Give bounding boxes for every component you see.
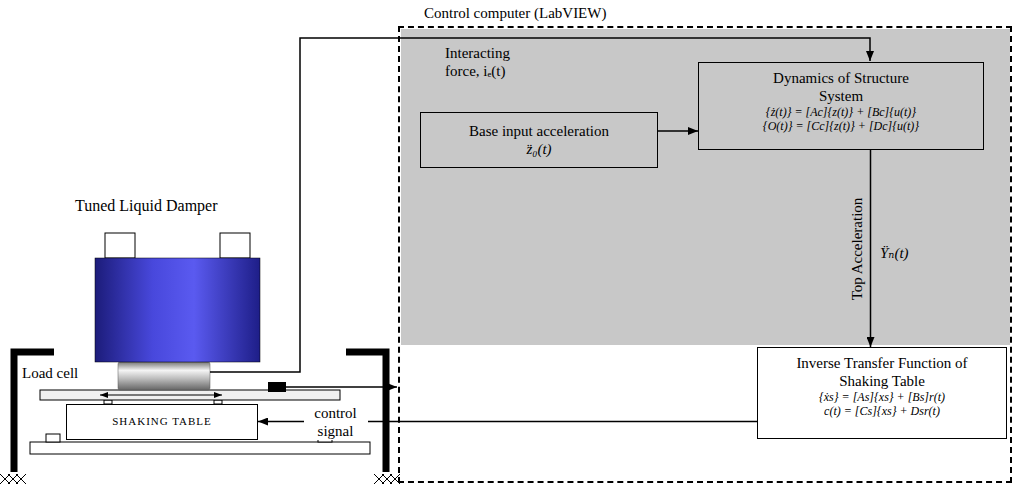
part-label: Load cell <box>22 364 78 382</box>
inverse-box: Inverse Transfer Function of Shaking Tab… <box>757 347 1007 439</box>
connector-arrow <box>658 130 698 132</box>
table-name: SHAKING TABLE <box>112 415 212 428</box>
edge-label: control signal <box>304 404 368 440</box>
ground-hatch <box>0 474 26 484</box>
connector-arrow <box>870 150 872 347</box>
shaking-table: SHAKING TABLE <box>66 404 258 440</box>
tank-handle <box>220 233 250 258</box>
base-plate <box>30 442 370 454</box>
sensor <box>268 382 286 392</box>
output-equation: c(t) = [Cs]{xs} + Dsr(t) <box>824 404 940 418</box>
sensor-wire <box>286 386 397 388</box>
sliding-plate <box>40 390 340 400</box>
computer-region: Control computer (LabVIEW)Base input acc… <box>398 26 1012 483</box>
table-foot <box>46 434 60 442</box>
liquid-tank <box>95 258 260 362</box>
load-cell <box>118 362 210 390</box>
shaded-region <box>401 29 1010 345</box>
motion-arrow <box>100 395 222 396</box>
edge-label: Top Acceleration <box>848 195 866 302</box>
region-title: Control computer (LabVIEW) <box>424 4 606 22</box>
signal-symbol: z̈₀(t) <box>526 140 551 158</box>
signal-symbol: Ÿₙ(t) <box>880 244 909 262</box>
box-heading: Inverse Transfer Function of Shaking Tab… <box>792 354 972 390</box>
state-equation: {ż(t)} = [Ac]{z(t)} + [Bc]{u(t)} <box>766 105 916 119</box>
tank-handle <box>105 233 135 258</box>
input-box: Base input accelerationz̈₀(t) <box>420 112 658 168</box>
ground-hatch <box>374 474 400 484</box>
box-heading: Base input acceleration <box>469 122 609 140</box>
state-equation: {ẋs} = [As]{xs} + [Bs]r(t) <box>819 390 945 404</box>
device-label: Tuned Liquid Damper <box>75 196 218 215</box>
signal-label: Interacting force, iₑ(t) <box>445 44 545 80</box>
output-equation: {O(t)} = [Cc]{z(t)} + [Dc]{u(t)} <box>763 119 919 133</box>
structure-box: Dynamics of Structure System{ż(t)} = [Ac… <box>698 62 984 150</box>
box-heading: Dynamics of Structure System <box>766 69 916 105</box>
